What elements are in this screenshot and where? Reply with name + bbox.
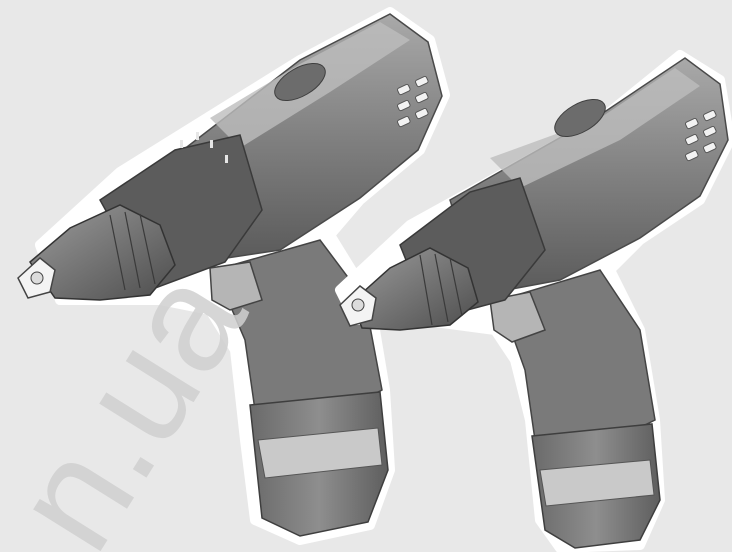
gear-selector: [554, 98, 606, 138]
gear-selector: [274, 62, 326, 102]
vent-slots: [685, 109, 717, 162]
hammer-drill-left: [17, 7, 450, 545]
trigger: [489, 291, 546, 343]
vent-slots: [397, 75, 429, 128]
drill-driver-right: [335, 50, 732, 552]
chuck: [351, 247, 479, 331]
trigger: [209, 261, 263, 311]
chuck: [28, 204, 176, 301]
